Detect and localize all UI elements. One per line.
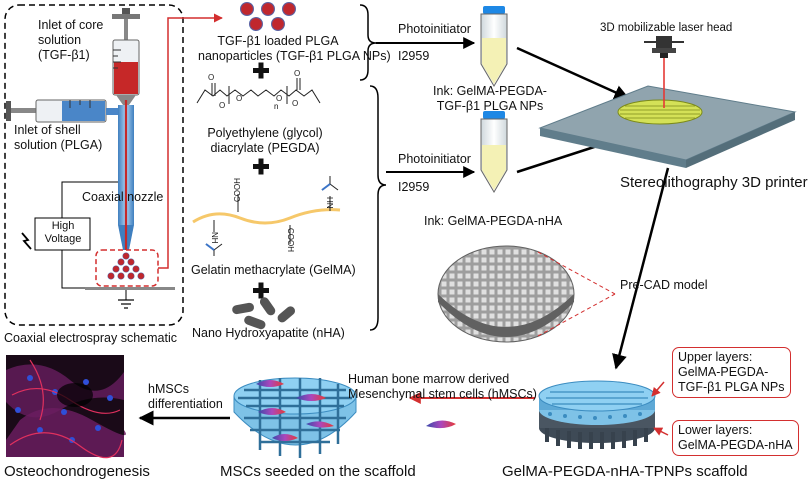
lower-layers-pointer [653,427,669,436]
lower-layers-callout: Lower layers: GelMA-PEGDA-nHA [672,420,799,456]
photoinitiator-label-1: Photoinitiator [398,22,471,36]
scaffold-title: GelMA-PEGDA-nHA-TPNPs scaffold [502,463,748,480]
shell-inlet-label: Inlet of shell solution (PLGA) [14,123,103,152]
ink2-label: Ink: GelMA-PEGDA-nHA [424,214,563,228]
upper-layers-pointer [651,381,665,397]
arrow-printer-to-scaffold [612,167,670,370]
gelma-cooh-label-1: COOH [233,178,242,202]
cad-leader-1 [537,251,616,295]
scaffold-icon [538,380,656,449]
electrospray-schematic [4,4,184,326]
fluorescence-image [6,355,126,459]
pre-cad-label: Pre-CAD model [620,278,708,292]
outcome-title: Osteochondrogenesis [4,463,150,480]
arrow-ink1-to-printer [516,46,630,100]
nha-label: Nano Hydroxyapatite (nHA) [192,326,345,340]
printer-title: Stereolithography 3D printer [620,174,808,191]
hmsc-source-label: Human bone marrow derived Mesenchymal st… [348,372,537,401]
ink2-tube-icon [480,111,508,193]
core-inlet-label: Inlet of core solution (TGF-β1) [38,18,104,62]
sla-printer-icon [538,36,797,168]
msc-cell-icon [426,420,456,429]
high-voltage-box [34,217,91,251]
i2959-label-1: I2959 [398,49,430,63]
photoinitiator-label-2: Photoinitiator [398,152,471,166]
nanoparticles-icon [240,2,296,31]
seeded-scaffold-icon [233,377,357,458]
laser-head-label: 3D mobilizable laser head [600,22,733,34]
schematic-title: Coaxial electrospray schematic [4,331,177,345]
ink1-label: Ink: GelMA-PEGDA- TGF-β1 PLGA NPs [433,84,547,113]
nha-rods-icon [232,297,296,330]
seeded-scaffold-title: MSCs seeded on the scaffold [220,463,416,480]
lightning-icon [21,232,32,250]
gelma-nh-label-1: NH [326,197,335,209]
red-connector-arrow [158,13,223,269]
pegda-n-label: n [274,102,279,111]
coaxial-nozzle-icon [118,100,134,250]
svg-text:O: O [292,99,298,108]
svg-text:O: O [294,69,300,78]
plus-icon [253,158,269,175]
gelma-chain-icon [192,176,341,256]
collector-plate [85,287,175,290]
spray-droplets-icon [107,252,145,280]
brace-ink1 [359,4,377,81]
cad-leader-2 [537,293,616,337]
svg-text:O: O [219,101,225,110]
nanoparticles-label: TGF-β1 loaded PLGA nanoparticles (TGF-β1… [198,34,391,63]
schematic-frame [4,4,184,326]
laser-head-icon [644,36,684,58]
svg-text:O: O [208,73,214,82]
plus-icon [253,62,269,79]
high-voltage-label: High Voltage [44,220,82,245]
i2959-label-2: I2959 [398,180,430,194]
pre-cad-model-icon [437,245,575,343]
gelma-nh-label-2: NH [210,232,219,244]
shell-syringe-icon [6,99,120,123]
brace-ink2 [369,85,387,331]
core-syringe-icon [112,8,140,105]
gelma-cooh-label-2: COOH [286,228,295,252]
droplet-highlight [95,249,159,287]
pegda-label: Polyethylene (glycol) diacrylate (PEGDA) [207,126,323,155]
ink1-tube-icon [480,6,508,87]
plus-icon [253,282,269,299]
gelma-label: Gelatin methacrylate (GelMA) [191,263,356,277]
differentiation-label: hMSCs differentiation [148,382,223,411]
coaxial-nozzle-label: Coaxial nozzle [82,190,164,204]
upper-layers-callout: Upper layers: GelMA-PEGDA- TGF-β1 PLGA N… [672,347,791,398]
svg-text:O: O [236,94,242,103]
svg-text:O: O [276,94,282,103]
pegda-structure-icon [196,78,321,104]
